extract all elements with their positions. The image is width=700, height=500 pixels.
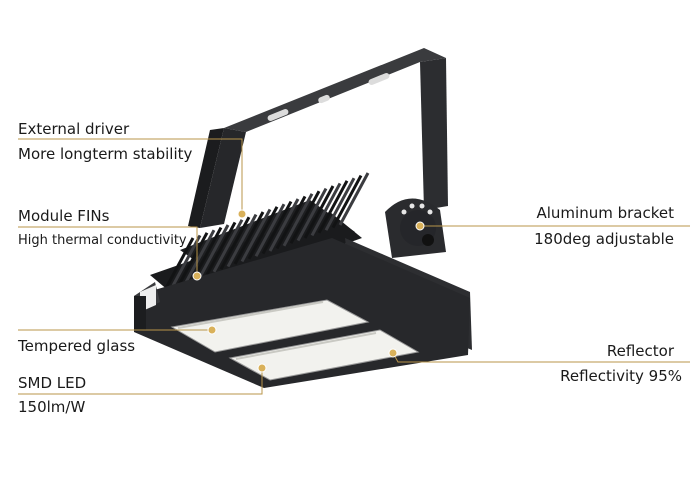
- label-aluminum-bracket-desc: 180deg adjustable: [534, 230, 674, 248]
- heatsink-fin: [233, 211, 265, 265]
- heatsink-fin: [261, 200, 293, 255]
- mounting-bracket: [188, 48, 448, 228]
- leader-smd-led: [18, 368, 263, 395]
- label-reflector: Reflector: [606, 342, 674, 360]
- heatsink-fins: [163, 172, 370, 291]
- label-smd-led: SMD LED: [18, 374, 87, 392]
- heatsink-fin: [212, 219, 244, 273]
- heatsink-fin: [282, 193, 314, 247]
- leader-module-fins: [18, 226, 198, 276]
- heatsink-fin: [177, 232, 209, 286]
- heatsink-fin: [191, 226, 223, 281]
- heatsink-fin: [331, 174, 363, 229]
- heatsink-fin: [254, 203, 286, 257]
- leader-external-driver: [18, 138, 243, 214]
- heatsink-fin: [303, 185, 335, 239]
- heatsink-fin: [247, 206, 279, 260]
- heatsink-fin: [219, 216, 251, 270]
- heatsink-fin: [317, 180, 349, 234]
- dot-module-fins: [192, 271, 202, 281]
- heatsink-fin: [310, 182, 342, 237]
- callout-dots: [192, 209, 425, 373]
- heatsink-fin: [324, 177, 356, 231]
- heatsink-fin: [226, 213, 258, 268]
- heatsink-fin: [338, 172, 370, 226]
- heatsink-fin: [296, 187, 328, 242]
- heatsink-fin: [163, 237, 195, 291]
- heatsink-fin: [289, 190, 321, 244]
- dot-tempered-glass: [207, 325, 217, 335]
- dot-smd-led: [257, 363, 267, 373]
- label-module-fins: Module FINs: [18, 207, 110, 225]
- label-external-driver-desc: More longterm stability: [18, 145, 193, 163]
- dot-external-driver: [237, 209, 247, 219]
- heatsink-fin: [275, 195, 307, 250]
- label-reflector-desc: Reflectivity 95%: [560, 367, 682, 385]
- heatsink-fin: [170, 234, 202, 289]
- heatsink-fin: [240, 208, 272, 263]
- heatsink-fin: [198, 224, 230, 278]
- heatsink-fin: [205, 221, 237, 276]
- label-external-driver: External driver: [18, 120, 130, 138]
- label-aluminum-bracket: Aluminum bracket: [536, 204, 675, 222]
- glass-panels: [170, 299, 420, 381]
- label-smd-led-desc: 150lm/W: [18, 398, 86, 416]
- heatsink-fin: [184, 229, 216, 283]
- label-module-fins-desc: High thermal conductivity: [18, 233, 187, 248]
- dot-aluminum-bracket: [415, 221, 425, 231]
- heatsink-fin: [268, 198, 300, 252]
- label-tempered-glass: Tempered glass: [18, 337, 136, 355]
- dot-reflector: [388, 348, 398, 358]
